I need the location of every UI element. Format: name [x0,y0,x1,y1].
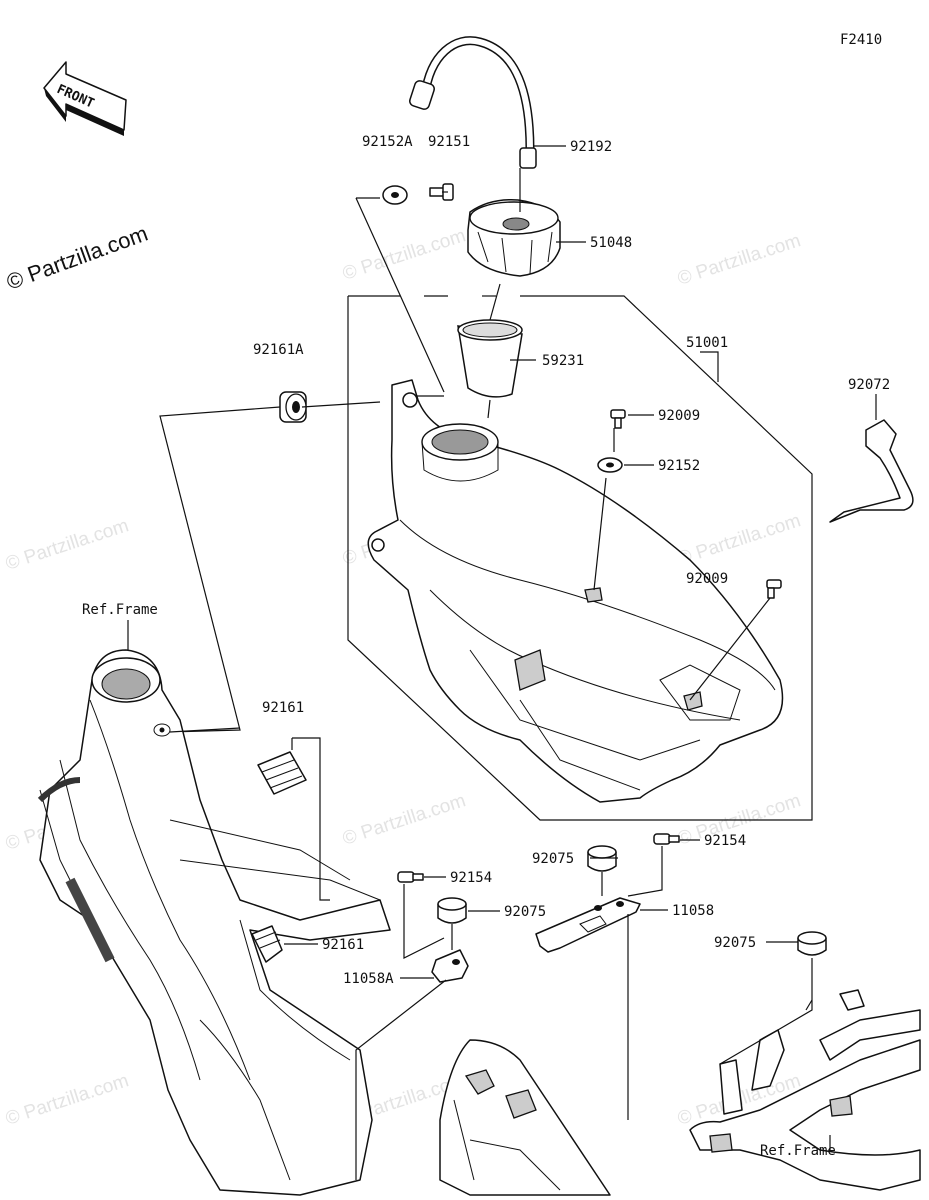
part-label: 59231 [542,353,584,369]
part-label: 92161 [262,700,304,716]
pad-92161-lower [251,925,283,963]
watermark: © Partzilla.com [340,225,468,285]
part-label: 92075 [504,904,546,920]
tank-bracket-92072 [829,419,914,523]
watermark: © Partzilla.com [340,790,468,850]
bolt-92151 [429,183,454,201]
frame-right [689,989,921,1191]
part-label: 51048 [590,235,632,251]
part-label: 92075 [714,935,756,951]
bolt-92154-right [653,833,680,845]
ref-frame-label: Ref.Frame [82,602,158,618]
part-label: 92151 [428,134,470,150]
filler-collar [457,319,523,398]
part-label: 92192 [570,139,612,155]
part-label: 92009 [686,571,728,587]
bracket-11058 [535,897,641,953]
washer-92152A [382,185,408,205]
bolt-92154-left [397,871,424,883]
damper-92075-left [437,897,467,924]
leader-lines-upper [159,145,877,821]
frame-left [37,649,391,1196]
ref-frame-label: Ref.Frame [760,1143,836,1159]
watermark: © Partzilla.com [3,515,131,575]
copyright-mark: © Partzilla.com [3,221,151,295]
damper-92075-right [797,931,827,956]
part-label: 92152 [658,458,700,474]
leader-lines-lower [127,620,831,1180]
watermark: © Partzilla.com [675,510,803,570]
fuel-hose [409,36,537,169]
washer-92152 [597,457,623,473]
part-label: 92161 [322,937,364,953]
front-arrow-icon: FRONT [43,61,127,136]
watermark: © Partzilla.com [675,230,803,290]
watermark: © Partzilla.com [3,1070,131,1130]
part-label: 11058 [672,903,714,919]
bracket-11058A [431,949,469,983]
part-label: 92075 [532,851,574,867]
fuel-cap [467,199,561,277]
bolt-92009-upper [610,409,626,429]
part-label: 92072 [848,377,890,393]
bolt-92009-lower [766,579,782,599]
fuel-tank [367,379,784,803]
part-labels: 92152A 92151 92192 51048 59231 51001 921… [82,134,890,1159]
part-label: 92154 [450,870,492,886]
part-label: 51001 [686,335,728,351]
pad-92161-upper [257,751,307,795]
part-label: 92152A [362,134,413,150]
part-label: 92161A [253,342,304,358]
part-label: 11058A [343,971,394,987]
part-label: 92154 [704,833,746,849]
part-label: 92009 [658,408,700,424]
frame-center [439,1039,611,1196]
figure-code: F2410 [840,32,882,48]
